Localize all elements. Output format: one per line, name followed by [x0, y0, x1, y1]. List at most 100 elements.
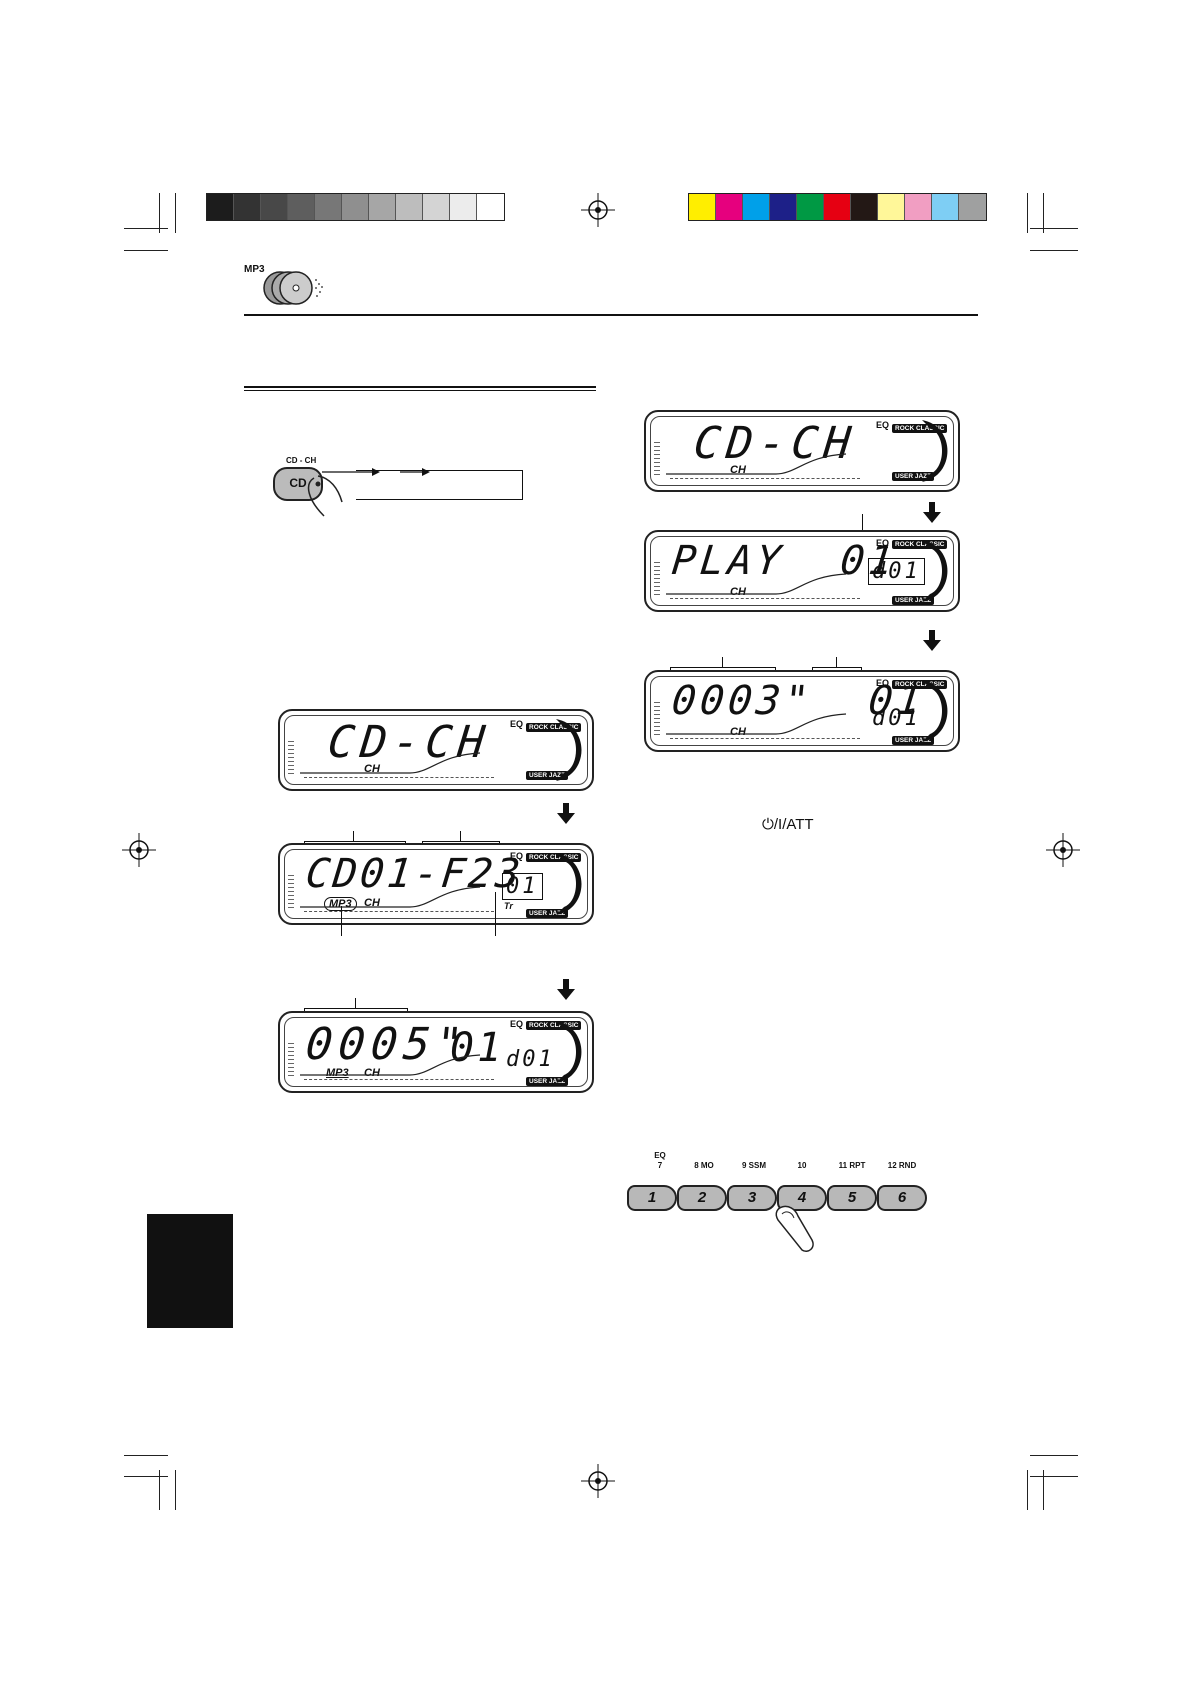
crop-mark — [175, 193, 176, 233]
gray-swatch-8 — [396, 194, 423, 220]
lcd-display-play-time: 0005" 01 d01 MP3 CH EQ ROCK CLASSIC USER… — [278, 1011, 594, 1093]
lcd-display-cd-ch: CD-CH CH EQ ROCK CLASSIC USER JAZZ — [644, 410, 960, 492]
preset-button-5[interactable]: 5 — [827, 1185, 877, 1211]
crop-mark — [1027, 193, 1028, 233]
annotation-leader — [353, 831, 354, 841]
eq-icon: EQ — [510, 719, 524, 729]
eq-icon: EQ — [876, 678, 890, 688]
gray-swatch-2 — [234, 194, 261, 220]
eq-icon: EQ — [510, 1019, 524, 1029]
cd-ch-button[interactable]: CD — [273, 467, 323, 501]
crop-mark — [175, 1470, 176, 1510]
preset-button-1[interactable]: 1 — [627, 1185, 677, 1211]
crop-mark — [1030, 1455, 1078, 1456]
track-indicator: Tr — [504, 901, 513, 911]
power-icon: ⏻/I/ — [762, 816, 787, 833]
eq-user-jazz-label: USER JAZZ — [526, 1077, 569, 1086]
ch-indicator: CH — [364, 763, 380, 775]
lcd-disc-number: d01 — [868, 558, 925, 585]
lcd-swoosh-decoration — [666, 573, 847, 595]
crop-mark — [1043, 193, 1044, 233]
color-swatch-7 — [851, 194, 878, 220]
gray-swatch-1 — [207, 194, 234, 220]
ch-indicator: CH — [364, 1067, 380, 1079]
crop-mark — [124, 1476, 168, 1477]
preset-label: 9 SSM — [741, 1161, 766, 1170]
color-swatch-8 — [878, 194, 905, 220]
gray-swatch-10 — [450, 194, 477, 220]
annotation-leader — [355, 998, 356, 1008]
gray-swatch-4 — [288, 194, 315, 220]
crop-mark — [1030, 1476, 1078, 1477]
eq-rock-classic-label: ROCK CLASSIC — [892, 424, 948, 433]
crop-mark — [1030, 250, 1078, 251]
mp3-indicator: MP3 — [326, 1067, 349, 1079]
eq-gauge-icon — [922, 420, 948, 482]
annotation-leader — [341, 906, 342, 936]
color-swatch-11 — [959, 194, 986, 220]
color-swatch-1 — [689, 194, 716, 220]
eq-gauge-icon — [556, 1021, 582, 1083]
color-swatch-2 — [716, 194, 743, 220]
mp3-logo: MP3 — [244, 262, 334, 308]
flow-arrows-icon — [322, 468, 430, 476]
eq-rock-classic-label: ROCK CLASSIC — [526, 1021, 582, 1030]
eq-gauge-icon — [556, 719, 582, 781]
color-swatch-3 — [743, 194, 770, 220]
preset-label: 11 RPT — [838, 1161, 866, 1170]
crop-mark — [159, 1470, 160, 1510]
cd-ch-flow-box — [356, 470, 523, 500]
color-swatch-bar — [688, 193, 987, 221]
eq-user-jazz-label: USER JAZZ — [892, 596, 935, 605]
ch-indicator: CH — [730, 586, 746, 598]
gray-swatch-5 — [315, 194, 342, 220]
crop-mark — [1043, 1470, 1044, 1510]
finger-press-icon — [307, 475, 343, 517]
ch-indicator: CH — [730, 726, 746, 738]
preset-label: 10 — [797, 1161, 807, 1170]
color-swatch-10 — [932, 194, 959, 220]
eq-rock-classic-label: ROCK CLASSIC — [892, 680, 948, 689]
eq-gauge-icon — [922, 540, 948, 602]
language-side-tab — [147, 1214, 233, 1328]
color-swatch-4 — [770, 194, 797, 220]
crop-mark — [1030, 228, 1078, 229]
preset-label: 12 RND — [887, 1161, 917, 1170]
lcd-swoosh-decoration — [666, 713, 847, 735]
gray-swatch-3 — [261, 194, 288, 220]
eq-rock-classic-label: ROCK CLASSIC — [526, 723, 582, 732]
eq-user-jazz-label: USER JAZZ — [526, 771, 569, 780]
preset-button-2[interactable]: 2 — [677, 1185, 727, 1211]
gray-swatch-6 — [342, 194, 369, 220]
preset-button-6[interactable]: 6 — [877, 1185, 927, 1211]
registration-mark-icon — [581, 193, 615, 227]
lcd-disc-number: d01 — [872, 706, 921, 731]
crop-mark — [124, 1455, 168, 1456]
cd-ch-caption: CD - CH — [286, 456, 317, 465]
ch-indicator: CH — [364, 897, 380, 909]
lcd-swoosh-decoration — [666, 453, 847, 475]
eq-rock-classic-label: ROCK CLASSIC — [892, 540, 948, 549]
gray-swatch-bar — [206, 193, 505, 221]
crop-mark — [124, 228, 168, 229]
lcd-swoosh-decoration — [300, 886, 481, 908]
lcd-display-cd-ch: CD-CH CH EQ ROCK CLASSIC USER JAZZ — [278, 709, 594, 791]
lcd-display-play-time: 0003" 01 d01 CH EQ ROCK CLASSIC USER JAZ… — [644, 670, 960, 752]
annotation-leader — [460, 831, 461, 841]
ch-indicator: CH — [730, 464, 746, 476]
gray-swatch-9 — [423, 194, 450, 220]
finger-press-icon — [775, 1205, 814, 1252]
header-rule — [244, 314, 978, 316]
lcd-track-number: 01 — [502, 873, 543, 900]
annotation-leader — [722, 657, 723, 667]
crop-mark — [1027, 1470, 1028, 1510]
eq-user-jazz-label: USER JAZZ — [892, 472, 935, 481]
lcd-disc-number: d01 — [506, 1047, 555, 1072]
gray-swatch-11 — [477, 194, 504, 220]
lcd-swoosh-decoration — [300, 752, 481, 774]
annotation-leader — [495, 892, 496, 936]
eq-icon: EQ — [876, 420, 890, 430]
power-att-label: ⏻/I/ATT — [762, 816, 814, 833]
crop-mark — [124, 250, 168, 251]
